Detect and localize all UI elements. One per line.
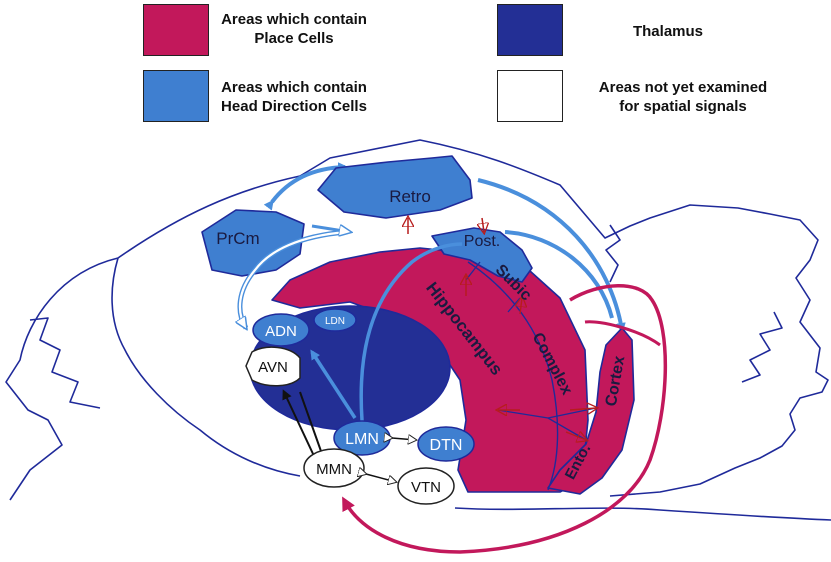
label-post: Post. xyxy=(464,233,500,250)
label-adn: ADN xyxy=(265,323,297,340)
label-mmn: MMN xyxy=(316,461,352,478)
label-vtn: VTN xyxy=(411,479,441,496)
label-dtn: DTN xyxy=(430,437,463,454)
label-ldn: LDN xyxy=(325,316,345,327)
label-prcm: PrCm xyxy=(216,229,259,248)
label-avn: AVN xyxy=(258,359,288,376)
label-retro: Retro xyxy=(389,187,431,206)
label-lmn: LMN xyxy=(345,431,379,448)
